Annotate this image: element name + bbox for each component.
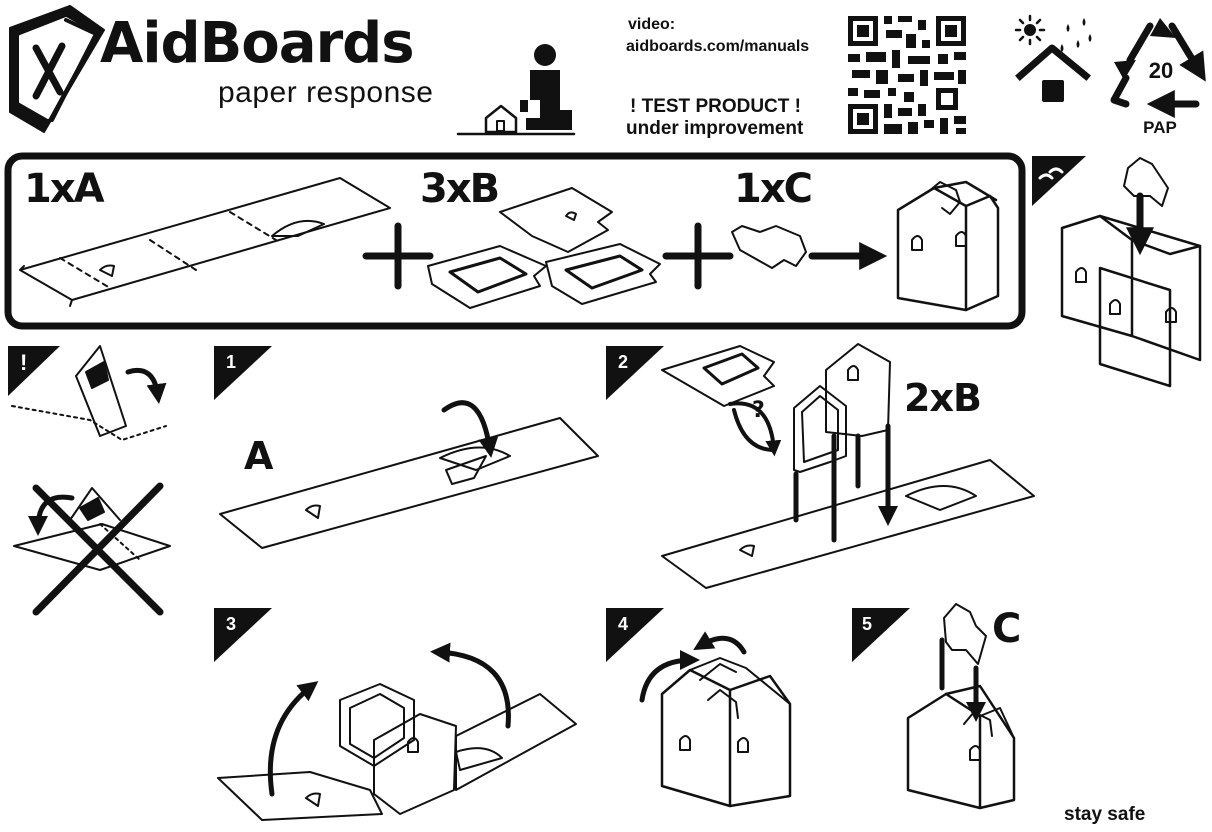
step-badge-1 [214, 346, 272, 400]
part-c-label: C [992, 606, 1022, 652]
step-1-number: 1 [226, 352, 237, 372]
part-a-label: A [244, 434, 274, 478]
step-1-illustration [219, 400, 599, 549]
step-5-illustration [906, 603, 1016, 810]
brand-tagline: paper response [218, 76, 434, 109]
step-badge-4 [606, 608, 664, 662]
step-3-number: 3 [226, 614, 237, 634]
logo-icon [9, 5, 105, 133]
link-icon [1032, 156, 1086, 206]
step-5-number: 5 [862, 614, 873, 634]
brand-name: AidBoards [100, 11, 415, 76]
stay-safe-text: stay safe [1064, 804, 1146, 825]
recycle-icon [1110, 18, 1206, 118]
step-4-number: 4 [618, 614, 629, 634]
step-badge-2 [606, 346, 664, 400]
recycle-code: PAP [1143, 118, 1177, 137]
video-label: video: [628, 16, 676, 33]
warning-badge-label: ! [20, 350, 28, 375]
step-badge-5 [852, 608, 910, 662]
step-3-illustration [217, 642, 577, 821]
part-b-count: 3xB [420, 166, 500, 212]
step-2-number: 2 [618, 352, 629, 372]
double-house-illustration [1060, 157, 1202, 388]
two-b-label: 2xB [904, 376, 982, 420]
improvement-notice: under improvement [626, 118, 804, 139]
part-c-count: 1xC [734, 166, 813, 212]
part-a-count: 1xA [24, 166, 105, 212]
parts-panel [4, 152, 1026, 330]
step-2-illustration [661, 343, 1035, 589]
recycle-number: 20 [1148, 58, 1174, 83]
person-kneeling-icon [456, 44, 576, 136]
step-badge-3 [214, 608, 272, 662]
step-4-illustration [639, 631, 792, 808]
weather-house-icon [1014, 14, 1092, 102]
test-product-notice: ! TEST PRODUCT ! [630, 96, 801, 117]
warning-section [8, 345, 171, 616]
question-mark: ? [752, 398, 765, 423]
qr-code-icon [848, 16, 966, 134]
video-url-link[interactable]: aidboards.com/manuals [626, 38, 810, 55]
